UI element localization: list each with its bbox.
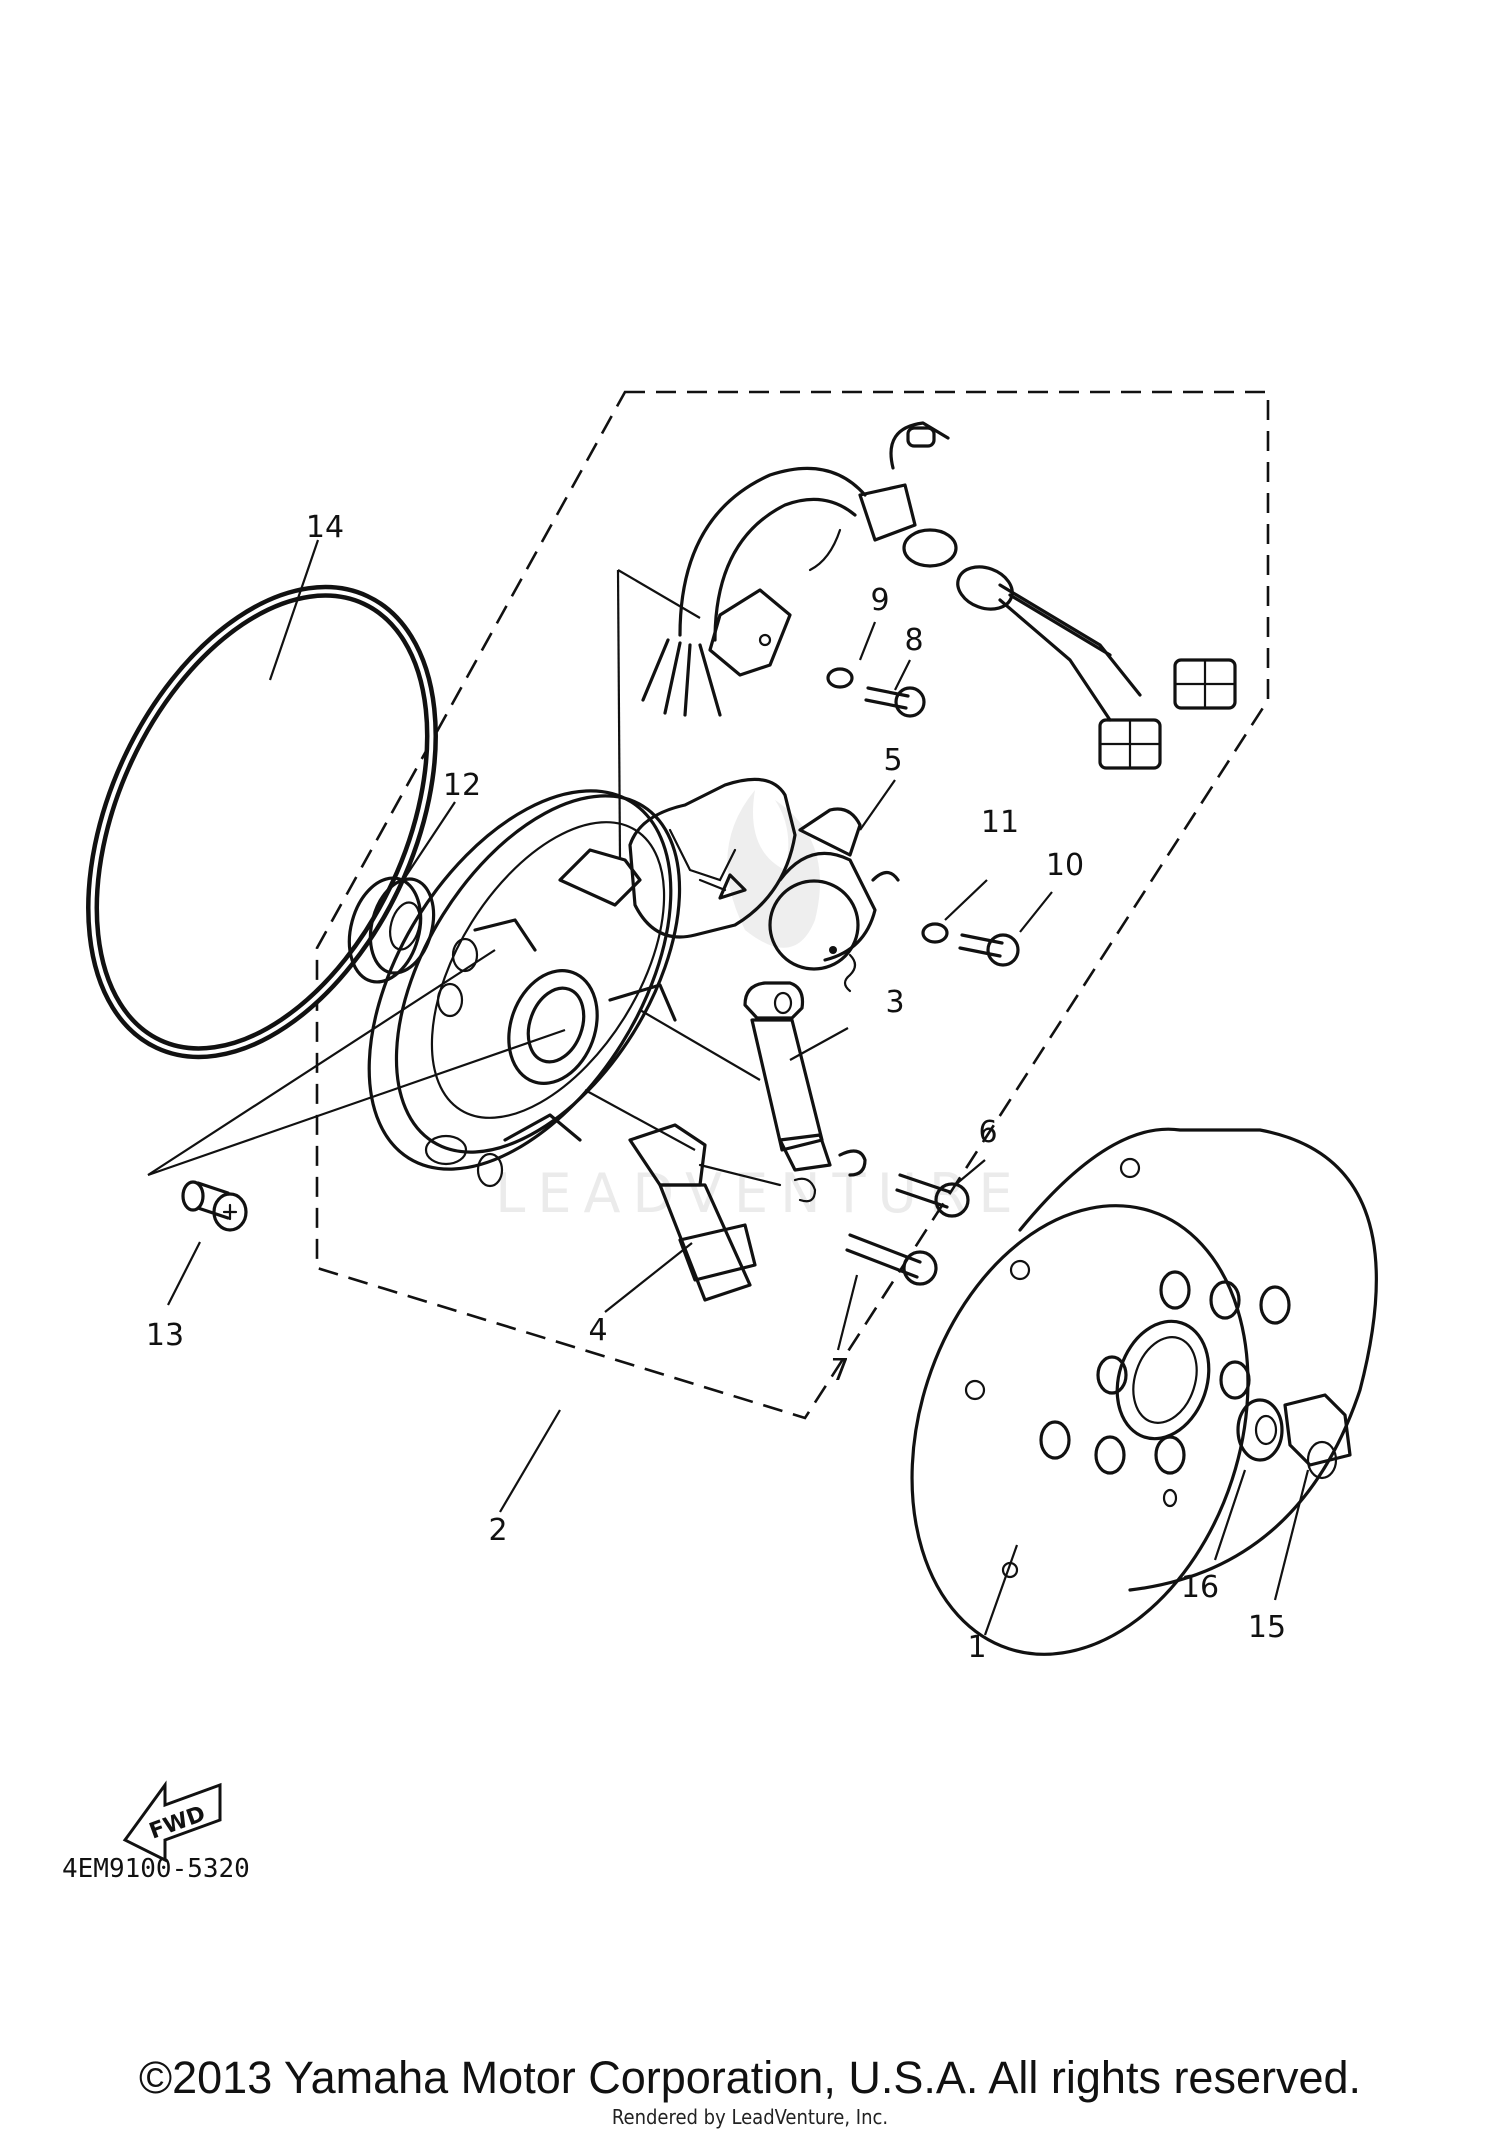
- callout-7: 7: [830, 1353, 849, 1388]
- callout-3: 3: [885, 985, 904, 1020]
- leadventure-watermark: LEADVENTURE: [495, 790, 1024, 1225]
- callout-10: 10: [1046, 848, 1084, 883]
- flywheel-rotor-part: [910, 1127, 1378, 1656]
- nut-15-part: [1283, 1393, 1352, 1480]
- callout-13: 13: [146, 1318, 184, 1353]
- pickup-coil-part: [768, 807, 877, 993]
- callout-2: 2: [488, 1513, 507, 1548]
- callout-9: 9: [870, 583, 889, 618]
- callout-11: 11: [981, 805, 1019, 840]
- rendered-by-credit: Rendered by LeadVenture, Inc.: [611, 2105, 889, 2129]
- callout-12: 12: [443, 768, 481, 803]
- callout-8: 8: [904, 623, 923, 658]
- charge-coil-part: [743, 981, 867, 1177]
- svg-text:FWD: FWD: [146, 1802, 209, 1845]
- o-ring-part: [86, 584, 438, 1060]
- source-coil-part: [628, 1123, 817, 1302]
- callout-4: 4: [588, 1313, 607, 1348]
- leader-lines: [147, 539, 1310, 1636]
- wire-clamp-part: [708, 588, 792, 677]
- stator-base-plate: [367, 777, 797, 1188]
- stator-assembly-boundary: [315, 390, 1270, 1420]
- screw-7-part: [845, 1233, 938, 1286]
- diagram-code: 4EM9100-5320: [62, 1854, 250, 1884]
- callout-6: 6: [978, 1115, 997, 1150]
- copyright-notice: ©2013 Yamaha Motor Corporation, U.S.A. A…: [138, 2052, 1362, 2103]
- forward-direction-arrow: FWD: [122, 1780, 222, 1863]
- svg-text:LEADVENTURE: LEADVENTURE: [495, 1162, 1024, 1225]
- callout-15: 15: [1248, 1610, 1286, 1645]
- callout-16: 16: [1181, 1570, 1219, 1605]
- screw-and-washer-8-9: [826, 667, 926, 718]
- washer-16-part: [1236, 1398, 1284, 1462]
- callout-14: 14: [306, 510, 344, 545]
- screw-and-washer-10-11: [871, 870, 1020, 967]
- callout-1: 1: [967, 1630, 986, 1665]
- screw-6-part: [895, 1173, 970, 1218]
- wire-harness: [641, 421, 1237, 770]
- callout-5: 5: [883, 743, 902, 778]
- screw-13-part: [181, 1180, 248, 1232]
